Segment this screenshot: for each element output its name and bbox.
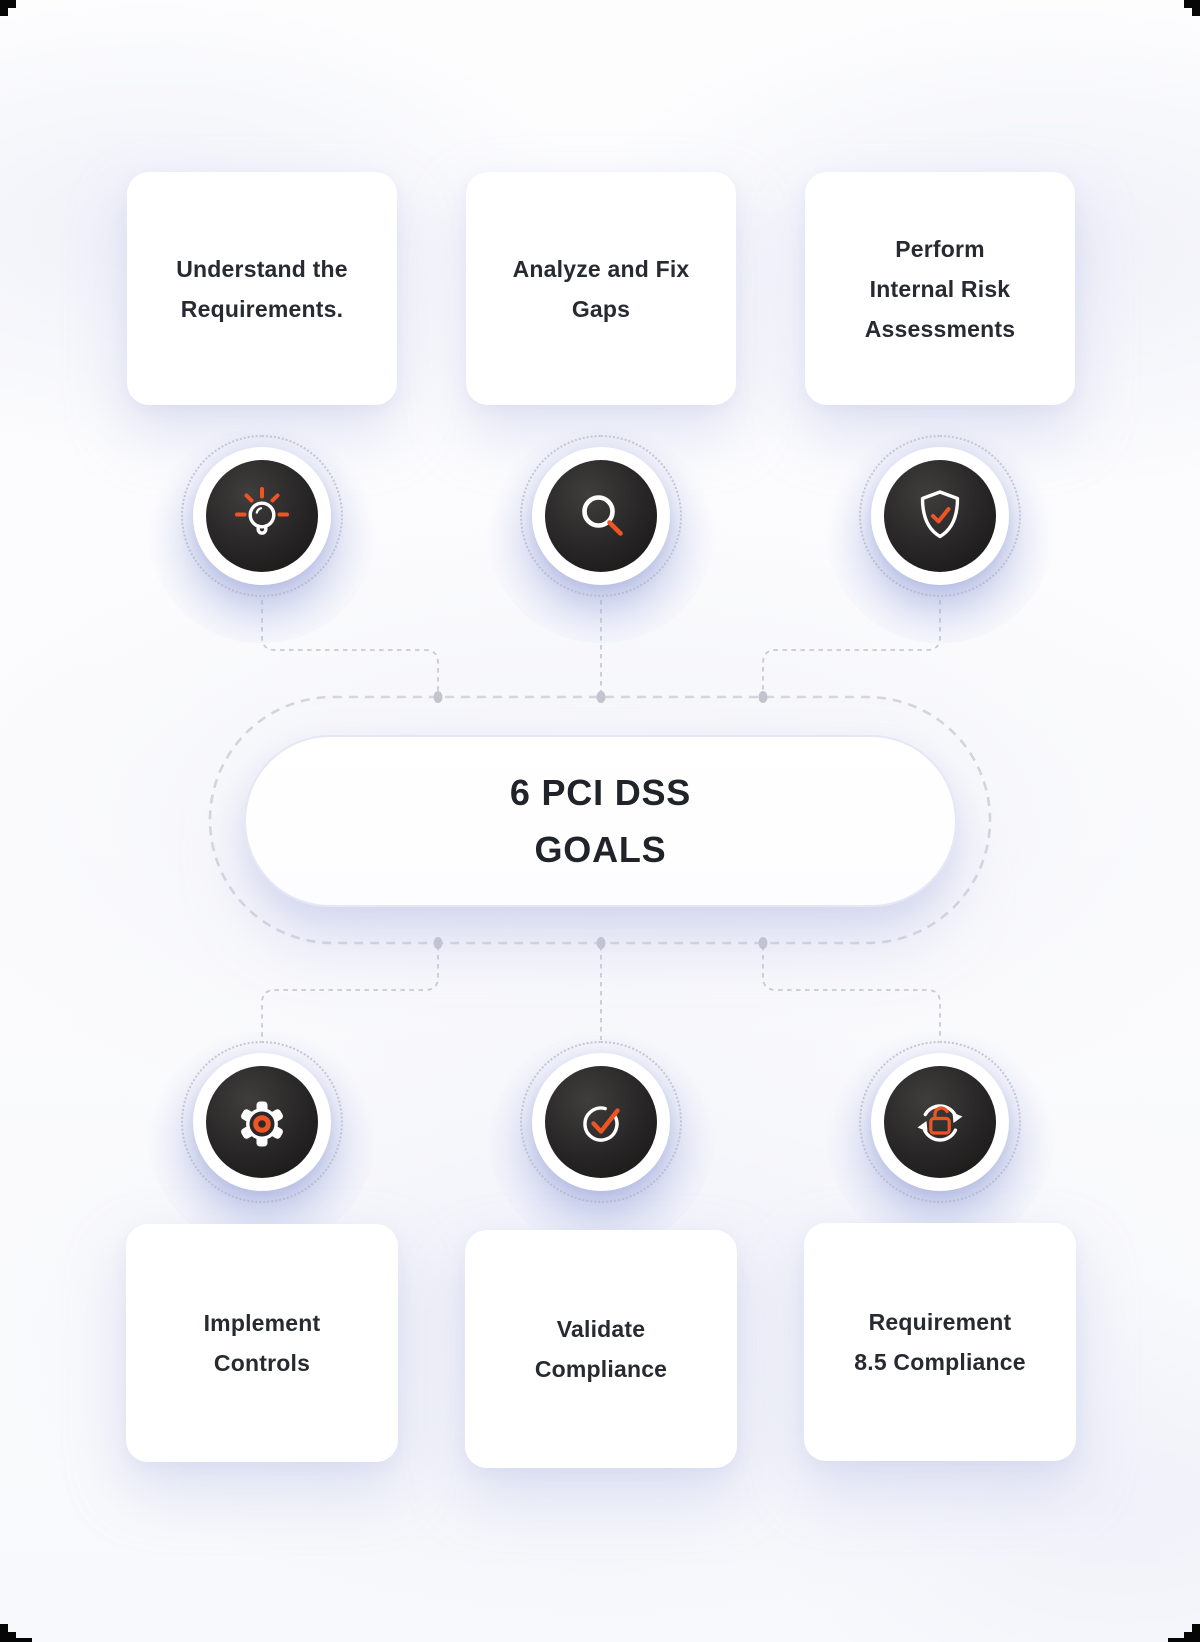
magnifier-icon: [582, 495, 623, 536]
badge-requirement: [825, 1019, 1055, 1249]
dotted-ring: [181, 1041, 343, 1203]
badge-disc: [193, 1053, 331, 1191]
lock-refresh-icon: [917, 1104, 963, 1142]
badge-disc: [871, 1053, 1009, 1191]
center-goal-pill: 6 PCI DSS GOALS: [244, 735, 957, 907]
badge-disc: [871, 447, 1009, 585]
goal-card-analyze-fix-gaps: Analyze and Fix Gaps: [466, 172, 736, 405]
badge-disc: [193, 447, 331, 585]
dotted-ring: [520, 435, 682, 597]
gear-icon: [241, 1101, 283, 1147]
badge-implement: [147, 1019, 377, 1249]
goal-card-validate-compliance: Validate Compliance: [465, 1230, 737, 1468]
pill-title-line1: 6 PCI DSS: [509, 772, 692, 813]
goal-card-label: Perform Internal Risk Assessments: [864, 235, 1016, 342]
goal-card-internal-risk-assessments: Perform Internal Risk Assessments: [805, 172, 1075, 405]
goal-card-label: Requirement 8.5 Compliance: [854, 1309, 1026, 1375]
badge-understand: [147, 413, 377, 643]
goal-card-label: Implement Controls: [203, 1310, 321, 1376]
goal-card-requirement-85-compliance: Requirement 8.5 Compliance: [804, 1223, 1076, 1461]
dotted-ring: [859, 1041, 1021, 1203]
lightbulb-icon: [235, 487, 289, 535]
check-circle-icon: [583, 1106, 620, 1142]
badge-disc: [532, 1053, 670, 1191]
junction-dots: [433, 691, 768, 949]
goal-card-implement-controls: Implement Controls: [126, 1224, 398, 1462]
badge-risk: [825, 413, 1055, 643]
goal-card-label: Validate Compliance: [534, 1316, 668, 1382]
dotted-ring: [181, 435, 343, 597]
dotted-ring: [520, 1041, 682, 1203]
goal-card-understand-requirements: Understand the Requirements.: [127, 172, 397, 405]
pill-title-line2: GOALS: [534, 829, 667, 870]
badge-disc: [532, 447, 670, 585]
goal-card-label: Analyze and Fix Gaps: [512, 255, 690, 322]
connector-elbows: [261, 600, 941, 1040]
badge-validate: [486, 1019, 716, 1249]
shield-check-icon: [920, 490, 960, 539]
goal-card-label: Understand the Requirements.: [176, 255, 348, 322]
badge-analyze: [486, 413, 716, 643]
dotted-ring: [859, 435, 1021, 597]
